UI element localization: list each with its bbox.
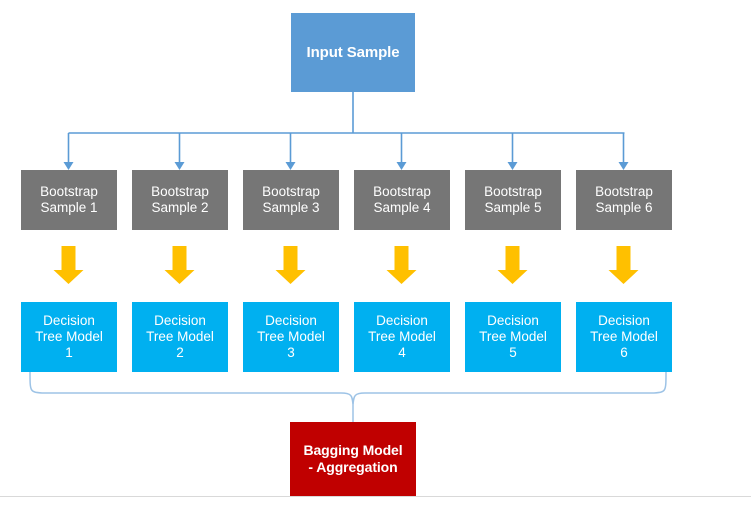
node-decision-tree-model-6[interactable]: Decision Tree Model 6 bbox=[576, 302, 672, 372]
node-decision-tree-model-4[interactable]: Decision Tree Model 4 bbox=[354, 302, 450, 372]
block-arrow-icon bbox=[275, 246, 306, 284]
node-bootstrap-sample-2[interactable]: Bootstrap Sample 2 bbox=[132, 170, 228, 230]
node-decision-tree-model-5[interactable]: Decision Tree Model 5 bbox=[465, 302, 561, 372]
block-arrow-icon bbox=[386, 246, 417, 284]
node-decision-tree-model-3[interactable]: Decision Tree Model 3 bbox=[243, 302, 339, 372]
node-bootstrap-sample-6[interactable]: Bootstrap Sample 6 bbox=[576, 170, 672, 230]
node-bootstrap-sample-3[interactable]: Bootstrap Sample 3 bbox=[243, 170, 339, 230]
node-input-sample[interactable]: Input Sample bbox=[291, 13, 415, 92]
node-decision-tree-model-1[interactable]: Decision Tree Model 1 bbox=[21, 302, 117, 372]
node-bagging-model-aggregation[interactable]: Bagging Model - Aggregation bbox=[290, 422, 416, 496]
node-bootstrap-sample-1[interactable]: Bootstrap Sample 1 bbox=[21, 170, 117, 230]
node-bootstrap-sample-5[interactable]: Bootstrap Sample 5 bbox=[465, 170, 561, 230]
block-arrow-icon bbox=[164, 246, 195, 284]
bottom-divider bbox=[0, 496, 751, 497]
block-arrow-icon bbox=[53, 246, 84, 284]
block-arrow-icon bbox=[608, 246, 639, 284]
node-bootstrap-sample-4[interactable]: Bootstrap Sample 4 bbox=[354, 170, 450, 230]
node-decision-tree-model-2[interactable]: Decision Tree Model 2 bbox=[132, 302, 228, 372]
block-arrow-icon bbox=[497, 246, 528, 284]
